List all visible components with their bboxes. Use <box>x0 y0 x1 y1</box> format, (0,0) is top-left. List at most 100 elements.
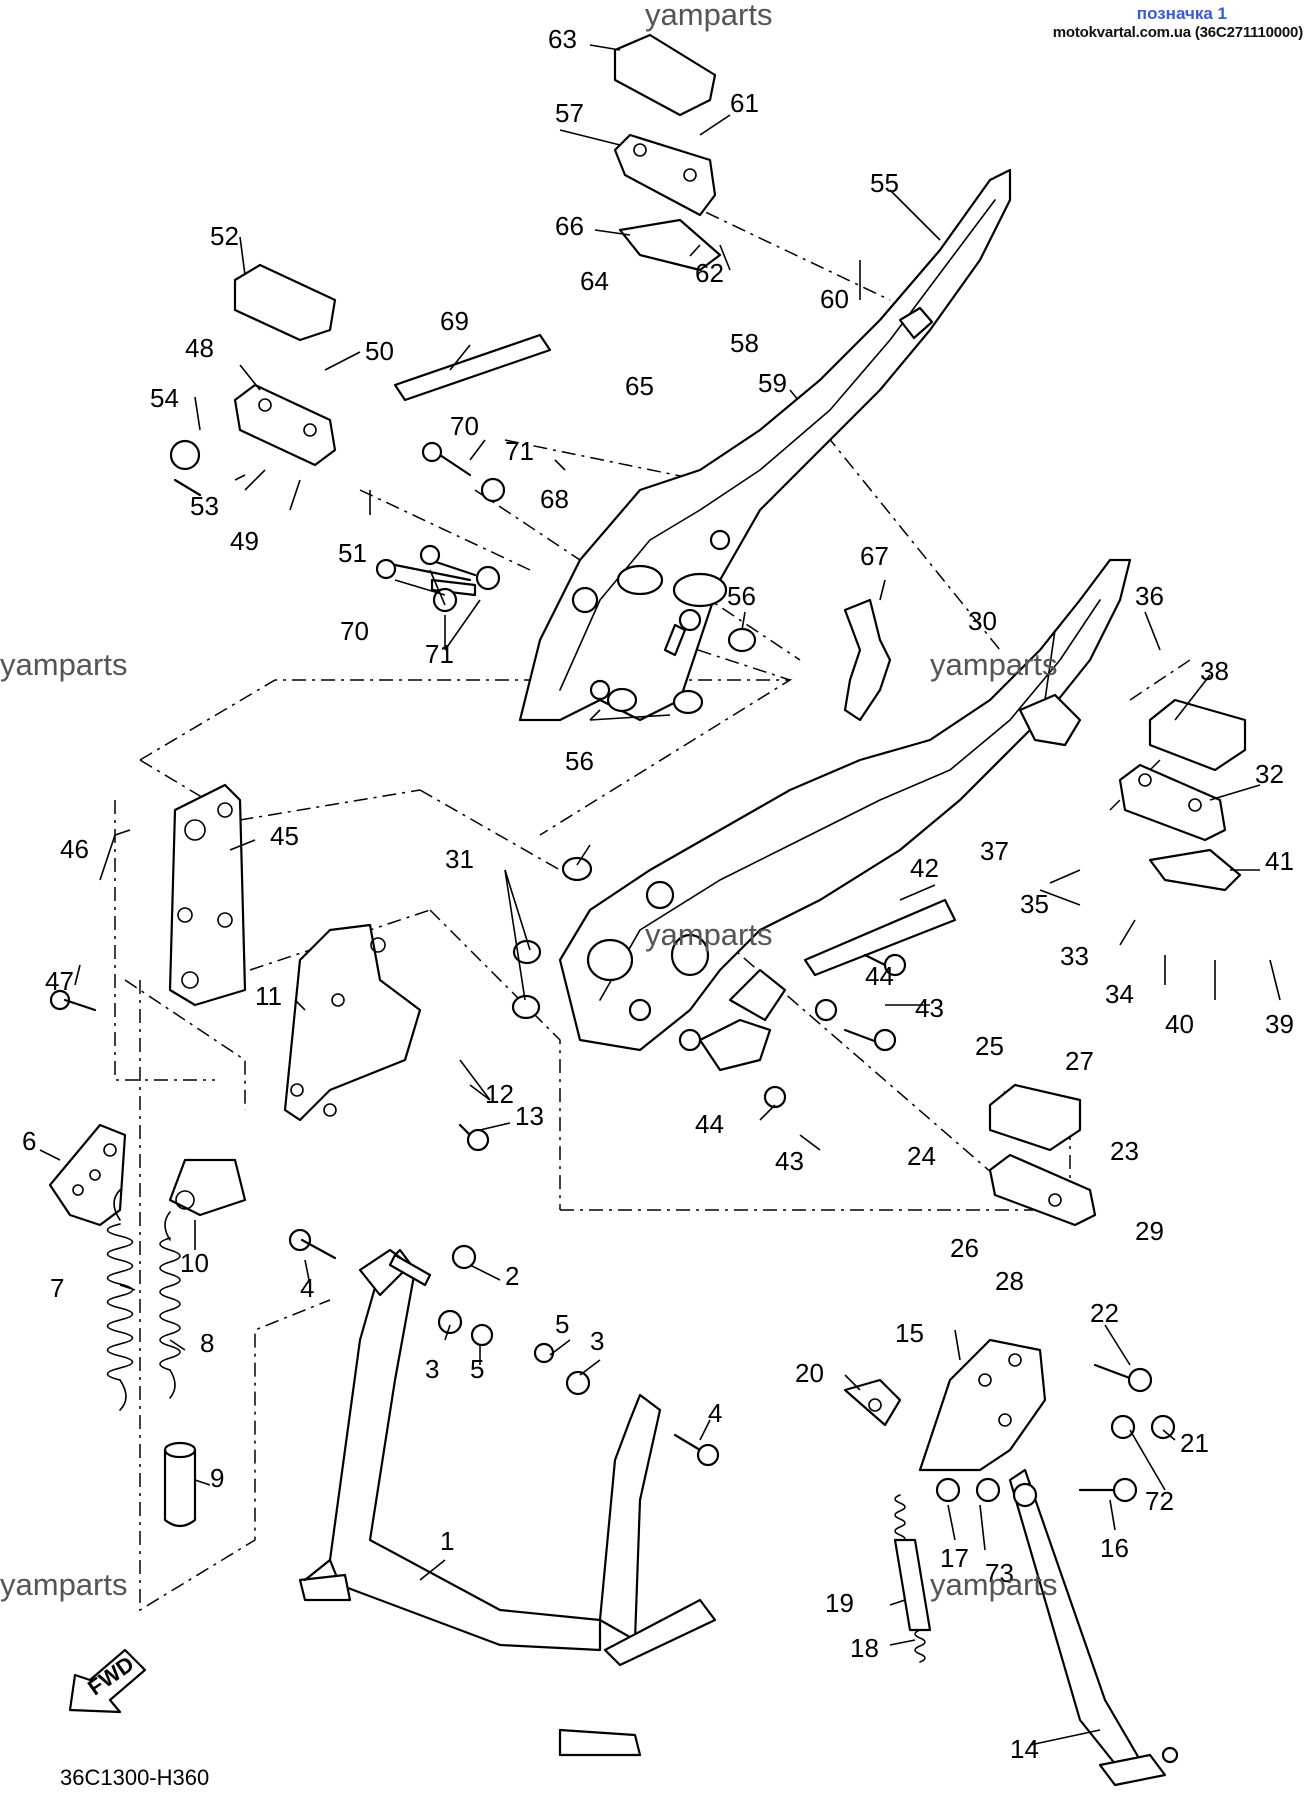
callout: 14 <box>1010 1734 1039 1764</box>
callout: 52 <box>210 221 239 251</box>
callout: 38 <box>1200 656 1229 686</box>
plate-41 <box>1148 848 1242 892</box>
callout: 24 <box>907 1141 936 1171</box>
main-stand <box>298 1248 717 1757</box>
callout: 19 <box>825 1588 854 1618</box>
callout: 48 <box>185 333 214 363</box>
callout: 45 <box>270 821 299 851</box>
callout: 57 <box>555 98 584 128</box>
callout: 68 <box>540 484 569 514</box>
callout: 2 <box>505 1261 519 1291</box>
figure-code: 36C1300-H360 <box>60 1765 209 1790</box>
watermark: yamparts <box>645 917 772 952</box>
footrest-63 <box>613 33 717 117</box>
callout: 70 <box>340 616 369 646</box>
callout: 17 <box>940 1543 969 1573</box>
callout: 7 <box>50 1273 64 1303</box>
callout: 6 <box>22 1126 36 1156</box>
bracket-48 <box>233 383 337 467</box>
callout: 59 <box>758 368 787 398</box>
callout: 60 <box>820 284 849 314</box>
page-label: позначка 1 <box>1136 4 1227 23</box>
callout: 72 <box>1145 1486 1174 1516</box>
callout: 15 <box>895 1318 924 1348</box>
callout: 69 <box>440 306 469 336</box>
bracket-10 <box>168 1158 247 1217</box>
collar-9 <box>163 1441 197 1528</box>
callout: 22 <box>1090 1298 1119 1328</box>
callout: 65 <box>625 371 654 401</box>
callout: 67 <box>860 541 889 571</box>
callout: 49 <box>230 526 259 556</box>
callout: 71 <box>425 639 454 669</box>
spring-8 <box>159 1211 181 1399</box>
callout: 42 <box>910 853 939 883</box>
bolts <box>49 439 1153 1503</box>
callout: 30 <box>968 606 997 636</box>
callout: 41 <box>1265 846 1294 876</box>
callout: 10 <box>180 1248 209 1278</box>
callout: 28 <box>995 1266 1024 1296</box>
callout: 47 <box>45 966 74 996</box>
callout: 43 <box>775 1146 804 1176</box>
callout: 31 <box>445 844 474 874</box>
callout: 70 <box>450 411 479 441</box>
callout: 62 <box>695 258 724 288</box>
callout: 27 <box>1065 1046 1094 1076</box>
cover-69 <box>393 333 552 402</box>
fwd-arrow: FWD <box>68 1648 147 1714</box>
callout: 32 <box>1255 759 1284 789</box>
source-label: motokvartal.com.ua (36C271110000) <box>1052 24 1303 41</box>
callout: 56 <box>565 746 594 776</box>
callout: 46 <box>60 834 89 864</box>
callout: 50 <box>365 336 394 366</box>
callout: 4 <box>708 1398 722 1428</box>
callout: 34 <box>1105 979 1134 1009</box>
callout: 54 <box>150 383 179 413</box>
plate-11 <box>283 923 422 1122</box>
watermark: yamparts <box>930 647 1057 682</box>
watermark: yamparts <box>0 647 127 682</box>
callout: 73 <box>985 1558 1014 1588</box>
watermark: yamparts <box>645 0 772 32</box>
callout: 29 <box>1135 1216 1164 1246</box>
callout: 9 <box>210 1463 224 1493</box>
callout: 5 <box>555 1309 569 1339</box>
callout: 25 <box>975 1031 1004 1061</box>
callout: 40 <box>1165 1009 1194 1039</box>
bracket-67 <box>843 598 892 722</box>
callout: 39 <box>1265 1009 1294 1039</box>
callout: 53 <box>190 491 219 521</box>
spring-7 <box>106 1189 134 1411</box>
upper-footrest-bracket <box>518 168 1012 722</box>
callout: 37 <box>980 836 1009 866</box>
watermark: yamparts <box>0 1567 127 1602</box>
plate-66 <box>618 218 722 272</box>
callout: 4 <box>300 1273 314 1303</box>
plate-6 <box>48 1123 127 1227</box>
callout: 16 <box>1100 1533 1129 1563</box>
bracket-15 <box>918 1338 1047 1472</box>
bracket-57 <box>613 133 717 217</box>
callout: 11 <box>255 981 282 1011</box>
callout: 64 <box>580 266 609 296</box>
plate-20 <box>843 1378 902 1427</box>
callout: 61 <box>730 88 759 118</box>
bracket-23 <box>988 1153 1097 1227</box>
callout: 43 <box>915 993 944 1023</box>
footrest-27 <box>988 1083 1082 1152</box>
callout: 55 <box>870 168 899 198</box>
callout: 5 <box>470 1354 484 1384</box>
bracket-32 <box>1118 763 1227 842</box>
callout: 18 <box>850 1633 879 1663</box>
callout: 13 <box>515 1101 544 1131</box>
callout: 1 <box>440 1526 454 1556</box>
callout: 71 <box>505 436 534 466</box>
callout: 33 <box>1060 941 1089 971</box>
callout: 51 <box>338 538 367 568</box>
callout: 36 <box>1135 581 1164 611</box>
callout: 63 <box>548 24 577 54</box>
callout: 12 <box>485 1079 514 1109</box>
callout-numbers: 1 2 3 3 4 4 5 5 6 7 8 9 10 11 12 13 14 1… <box>22 24 1294 1764</box>
